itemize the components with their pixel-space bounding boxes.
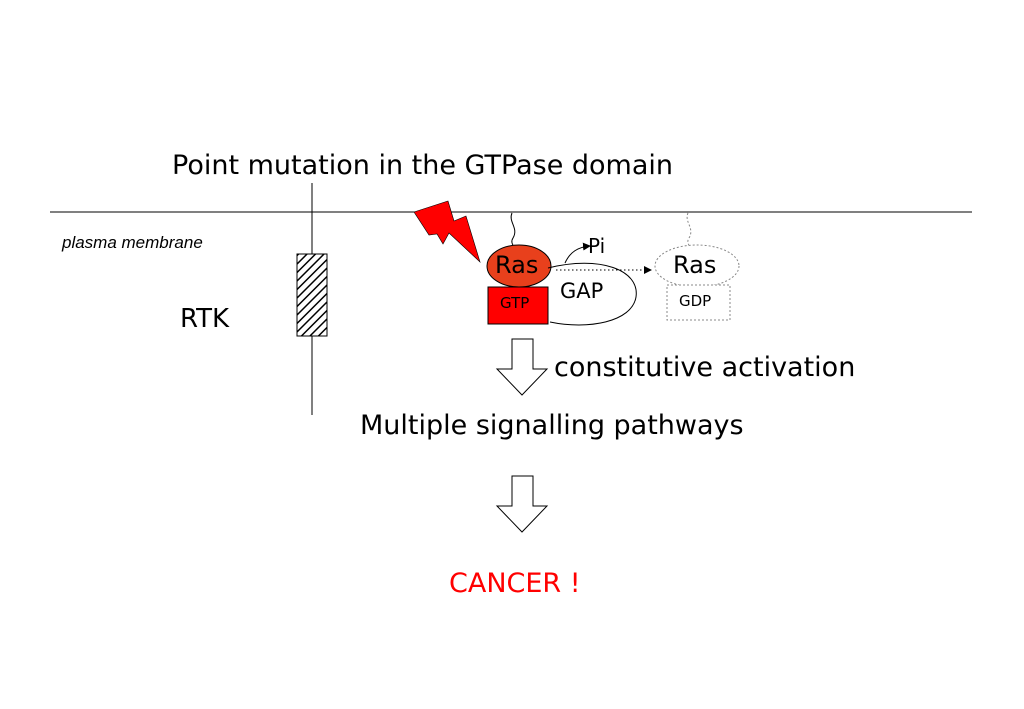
lightning-bolt-icon [413,200,481,263]
down-arrow-activation [495,338,549,396]
ras-active-label: Ras [495,251,539,279]
diagram-title: Point mutation in the GTPase domain [172,150,674,181]
pi-label: Pi [588,234,606,258]
down-arrow-cancer [495,475,549,533]
constitutive-activation-label: constitutive activation [554,352,856,383]
plasma-membrane-label: plasma membrane [62,233,203,252]
gtp-box [487,286,549,325]
ras-inactive-label: Ras [673,251,717,279]
rtk-label: RTK [180,304,230,334]
gdp-label: GDP [679,292,712,310]
ras-inactive-ellipse [654,244,740,288]
pi-release-arrow [564,242,591,264]
rtk-kinase-domain [296,253,328,337]
gap-loop [547,262,637,326]
gtp-label: GTP [500,294,530,312]
cancer-label: CANCER ! [449,568,581,599]
signalling-pathways-label: Multiple signalling pathways [360,410,744,441]
gdp-box [666,284,731,321]
gap-label: GAP [560,279,604,303]
